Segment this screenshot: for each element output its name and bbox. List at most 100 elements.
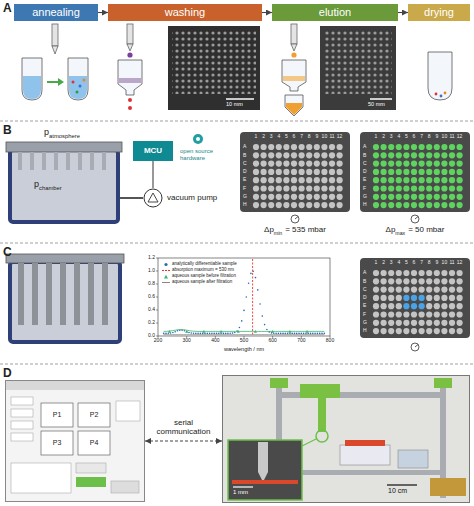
plate-body (360, 132, 470, 212)
data-point (250, 273, 252, 275)
pressure-difference: Δpmax= 50 mbar (386, 226, 445, 236)
panel-separator-part (0, 243, 474, 244)
well (373, 311, 379, 317)
well (441, 328, 447, 334)
setup-photo-art-part (232, 480, 298, 484)
data-point (168, 330, 171, 333)
axis-tick (156, 310, 158, 311)
plate-slot (41, 403, 73, 427)
legend-row: analytically differentiable sample (162, 261, 237, 267)
well (381, 144, 387, 150)
data-point (262, 315, 264, 317)
column-number: 9 (435, 260, 438, 266)
well (441, 320, 447, 326)
well (426, 144, 432, 150)
data-point (280, 333, 282, 335)
well (321, 194, 327, 200)
well (403, 320, 409, 326)
axis-tick (156, 336, 158, 337)
scale-label: 10 cm (388, 487, 407, 495)
legend-row: aqueous sample before filtration (162, 273, 237, 279)
well (411, 295, 417, 301)
gui-button (76, 463, 106, 473)
well (306, 202, 312, 208)
well (449, 278, 455, 284)
well (381, 328, 387, 334)
well (457, 169, 463, 175)
well (396, 303, 402, 309)
column-number: 1 (375, 260, 378, 266)
well (449, 303, 455, 309)
well (261, 152, 267, 158)
chart-legend: analytically differentiable sampleabsorp… (162, 261, 237, 285)
well (426, 194, 432, 200)
axis-tick-label: 0.2 (148, 320, 155, 326)
row-letter: B (363, 279, 366, 285)
well (283, 177, 289, 183)
axis-tick-label: 300 (182, 338, 190, 344)
well (411, 320, 417, 326)
drying-illustration-part (444, 92, 447, 95)
well (388, 185, 394, 191)
well (403, 161, 409, 167)
well (396, 328, 402, 334)
well (253, 144, 259, 150)
legend-text: analytically differentiable sample (172, 262, 237, 267)
column-number: 6 (293, 134, 296, 140)
axis-tick-label: 700 (297, 338, 305, 344)
data-point (319, 333, 321, 335)
well (426, 177, 432, 183)
gui-button (76, 477, 106, 487)
well (419, 287, 425, 293)
pressure-difference-part: Δp (264, 225, 274, 234)
well (426, 328, 432, 334)
well (268, 144, 274, 150)
well (381, 177, 387, 183)
data-point (241, 320, 243, 322)
well (419, 303, 425, 309)
well (411, 270, 417, 276)
axis-tick-label: 800 (326, 338, 334, 344)
well (396, 270, 402, 276)
pressure-symbol-part: atmosphere (49, 133, 80, 139)
data-point (218, 333, 220, 335)
well (321, 202, 327, 208)
pressure-icon-part (295, 217, 298, 220)
well (411, 152, 417, 158)
data-point (291, 333, 293, 335)
data-point (163, 333, 165, 335)
chamber-section-part (46, 263, 52, 325)
well (403, 177, 409, 183)
pressure-icon (291, 215, 419, 351)
data-point (305, 333, 307, 335)
vacuum-chamber-part (90, 152, 94, 170)
well (381, 194, 387, 200)
well (321, 177, 327, 183)
data-point (174, 331, 176, 333)
legend-row: absorption maximum = 530 nm (162, 267, 237, 273)
well (426, 152, 432, 158)
well (419, 152, 425, 158)
data-point (243, 310, 245, 312)
plate-slot (41, 431, 73, 455)
data-point (301, 333, 303, 335)
well (441, 311, 447, 317)
data-point (232, 332, 234, 334)
chamber-section-part (18, 263, 24, 325)
data-point (324, 333, 326, 335)
column-number: 1 (375, 134, 378, 140)
well (441, 295, 447, 301)
well (411, 311, 417, 317)
data-point (246, 296, 248, 298)
data-point (200, 333, 202, 335)
column-number: 6 (413, 260, 416, 266)
data-point (314, 333, 316, 335)
axis-tick-label: 0.8 (148, 281, 155, 287)
gui-field (116, 401, 140, 421)
row-letter: F (363, 186, 366, 192)
maximum-line (252, 259, 253, 336)
well (291, 194, 297, 200)
column-number: 10 (322, 134, 328, 140)
well (373, 287, 379, 293)
washing-illustration-part (128, 106, 132, 110)
